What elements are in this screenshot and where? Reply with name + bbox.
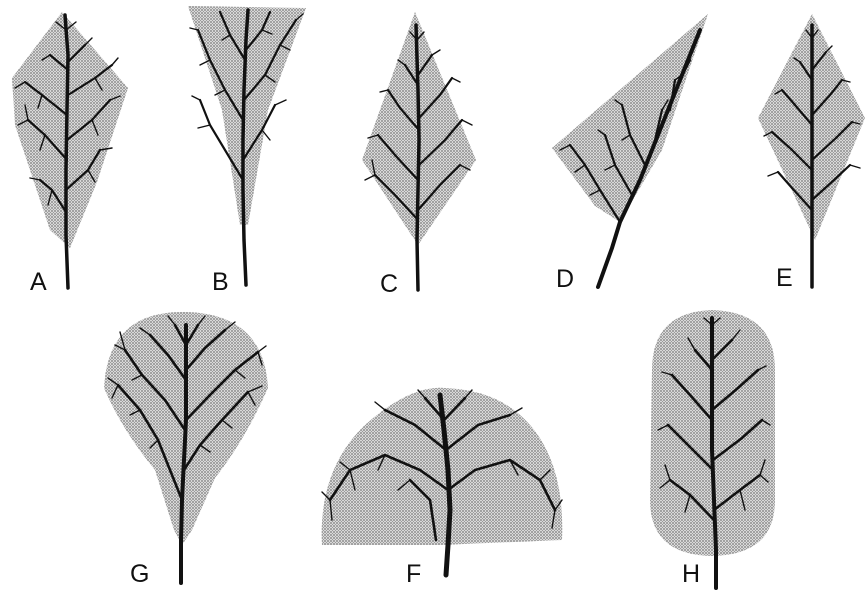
panel-label-d: D bbox=[556, 267, 574, 292]
panel-label-f: F bbox=[406, 562, 421, 587]
panel-label-c: C bbox=[380, 272, 398, 297]
panel-f bbox=[322, 388, 563, 575]
panel-b bbox=[188, 6, 306, 285]
panel-label-a: A bbox=[30, 270, 47, 295]
panel-a bbox=[12, 12, 128, 288]
panel-d bbox=[552, 14, 708, 287]
panel-h bbox=[650, 310, 775, 588]
panel-label-e: E bbox=[776, 266, 793, 291]
leaf-blade-a bbox=[12, 12, 128, 248]
panel-e bbox=[758, 14, 865, 287]
panel-label-g: G bbox=[130, 562, 149, 587]
panel-c bbox=[362, 12, 476, 290]
panel-label-b: B bbox=[212, 270, 229, 295]
panel-label-h: H bbox=[682, 562, 700, 587]
panel-g bbox=[104, 312, 268, 583]
